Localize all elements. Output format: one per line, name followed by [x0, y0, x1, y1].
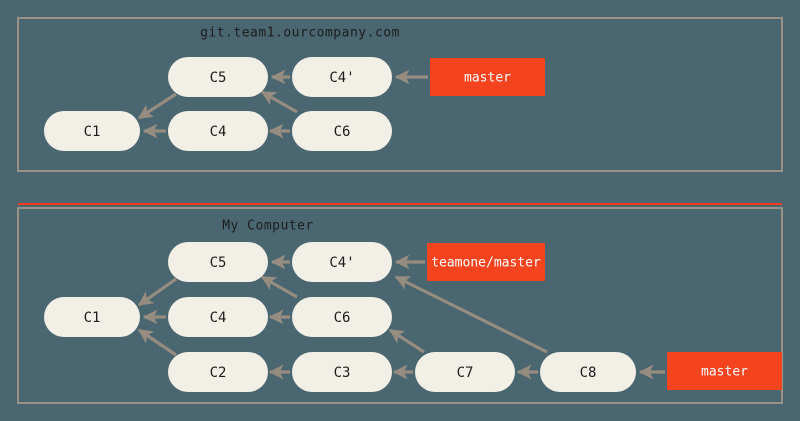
ref-box-master: [430, 58, 545, 96]
commit-node-c6[interactable]: C6: [292, 111, 392, 151]
ref-box-teamone-master: [427, 243, 545, 281]
commit-node-c4p[interactable]: C4': [292, 242, 392, 282]
panel-title-local: My Computer: [222, 219, 314, 234]
commit-label-c3: C3: [334, 365, 351, 381]
commit-label-c2: C2: [210, 365, 227, 381]
commit-box-c5: [168, 57, 268, 97]
commit-node-c6[interactable]: C6: [292, 297, 392, 337]
commit-node-c5[interactable]: C5: [168, 57, 268, 97]
commit-box-c6: [292, 111, 392, 151]
edge-c8-to-c4p: [394, 275, 548, 354]
edge-c5-to-c1: [137, 277, 177, 307]
panel-frame-remote: [17, 17, 783, 172]
commit-node-c5[interactable]: C5: [168, 242, 268, 282]
commit-node-c4[interactable]: C4: [168, 297, 268, 337]
commit-box-c6: [292, 297, 392, 337]
commit-label-c7: C7: [457, 365, 474, 381]
commit-box-c3: [292, 352, 392, 392]
commit-label-c4p: C4': [329, 70, 354, 86]
commit-node-c4[interactable]: C4: [168, 111, 268, 151]
commit-label-c4: C4: [210, 310, 227, 326]
commit-label-c6: C6: [334, 310, 351, 326]
ref-label-teamone-master[interactable]: teamone/master: [427, 243, 545, 281]
commit-box-c8: [540, 352, 636, 392]
ref-text-teamone-master: teamone/master: [431, 256, 541, 271]
commit-box-c4: [168, 297, 268, 337]
commit-node-c1[interactable]: C1: [44, 297, 140, 337]
edge-c6-to-c5: [260, 275, 298, 299]
ref-text-master: master: [701, 365, 748, 380]
commit-label-c1: C1: [84, 310, 101, 326]
commit-node-c1[interactable]: C1: [44, 111, 140, 151]
commit-node-c3[interactable]: C3: [292, 352, 392, 392]
panel-title-remote: git.team1.ourcompany.com: [200, 26, 400, 41]
commit-box-c1: [44, 111, 140, 151]
commit-label-c5: C5: [210, 255, 227, 271]
panel-frame-local: [17, 207, 783, 404]
ref-box-master: [667, 352, 782, 390]
commit-box-c5: [168, 242, 268, 282]
ref-text-master: master: [464, 71, 511, 86]
commit-node-c7[interactable]: C7: [415, 352, 515, 392]
commit-label-c1: C1: [84, 124, 101, 140]
ref-label-master[interactable]: master: [430, 58, 545, 96]
commit-label-c8: C8: [580, 365, 597, 381]
commit-label-c4p: C4': [329, 255, 354, 271]
commit-box-c4p: [292, 57, 392, 97]
edge-c2-to-c1: [137, 328, 177, 357]
commit-node-c4p[interactable]: C4': [292, 57, 392, 97]
commit-box-c4p: [292, 242, 392, 282]
commit-label-c4: C4: [210, 124, 227, 140]
edge-c6-to-c5: [260, 90, 298, 114]
edge-c5-to-c1: [137, 92, 177, 120]
commit-node-c2[interactable]: C2: [168, 352, 268, 392]
commit-box-c7: [415, 352, 515, 392]
commit-box-c1: [44, 297, 140, 337]
commit-label-c6: C6: [334, 124, 351, 140]
commit-box-c2: [168, 352, 268, 392]
ref-label-master[interactable]: master: [667, 352, 782, 390]
commit-label-c5: C5: [210, 70, 227, 86]
commit-box-c4: [168, 111, 268, 151]
edge-c7-to-c6: [388, 328, 425, 354]
commit-node-c8[interactable]: C8: [540, 352, 636, 392]
